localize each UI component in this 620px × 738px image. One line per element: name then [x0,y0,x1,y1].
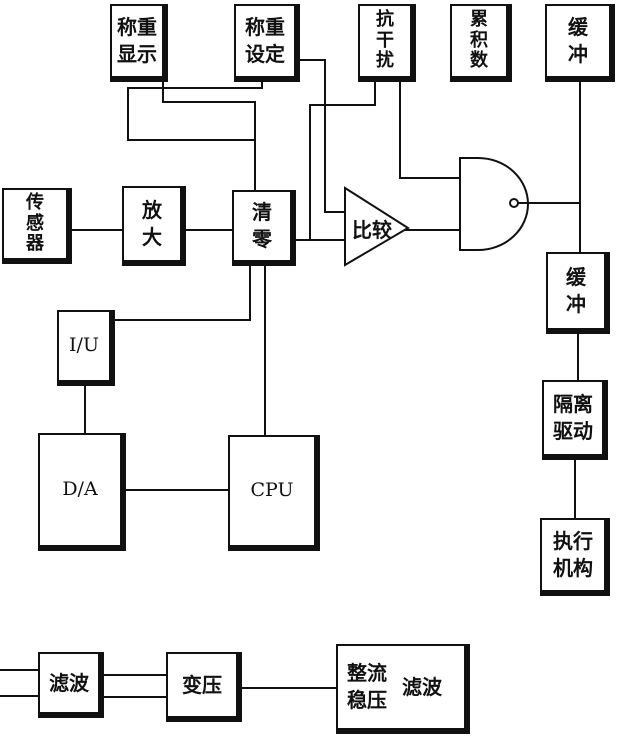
buffer-top-block: 缓 冲 [545,4,615,82]
nand-gate-shape [459,157,529,251]
weigh-setting-block: 称重 设定 [234,4,300,82]
weigh-display-block: 称重 显示 [110,4,168,82]
comparator-label: 比较 [352,218,392,242]
da-block: D/A [38,433,126,551]
anti-interference-block: 抗 干 扰 [358,4,416,82]
line-display-to-clear [162,78,256,190]
line-anti-to-nand [399,82,460,179]
nand-bubble [509,198,519,208]
filter-right-label: 滤波 [402,674,442,699]
clear-block: 清 零 [232,190,296,266]
buffer-mid-block: 缓 冲 [546,252,610,334]
power-block: 整流 稳压 滤波 [336,644,470,734]
sensor-block: 传 感 器 [2,188,72,264]
filter-left-block: 滤波 [38,652,104,718]
cpu-block: CPU [228,435,320,551]
line-setting-to-comparator [300,59,345,213]
amplifier-block: 放 大 [122,186,186,266]
counter-block: 累 积 数 [450,4,512,82]
isolation-drive-block: 隔离 驱动 [542,380,608,460]
line-clear-to-iu [113,265,251,321]
comparator-triangle [344,186,410,267]
rectify-regulate-label: 整流 稳压 [347,661,387,712]
line-setting-to-clear [127,78,263,141]
iu-block: I/U [57,310,115,386]
actuator-block: 执行 机构 [540,518,610,596]
transformer-block: 变压 [166,652,242,722]
